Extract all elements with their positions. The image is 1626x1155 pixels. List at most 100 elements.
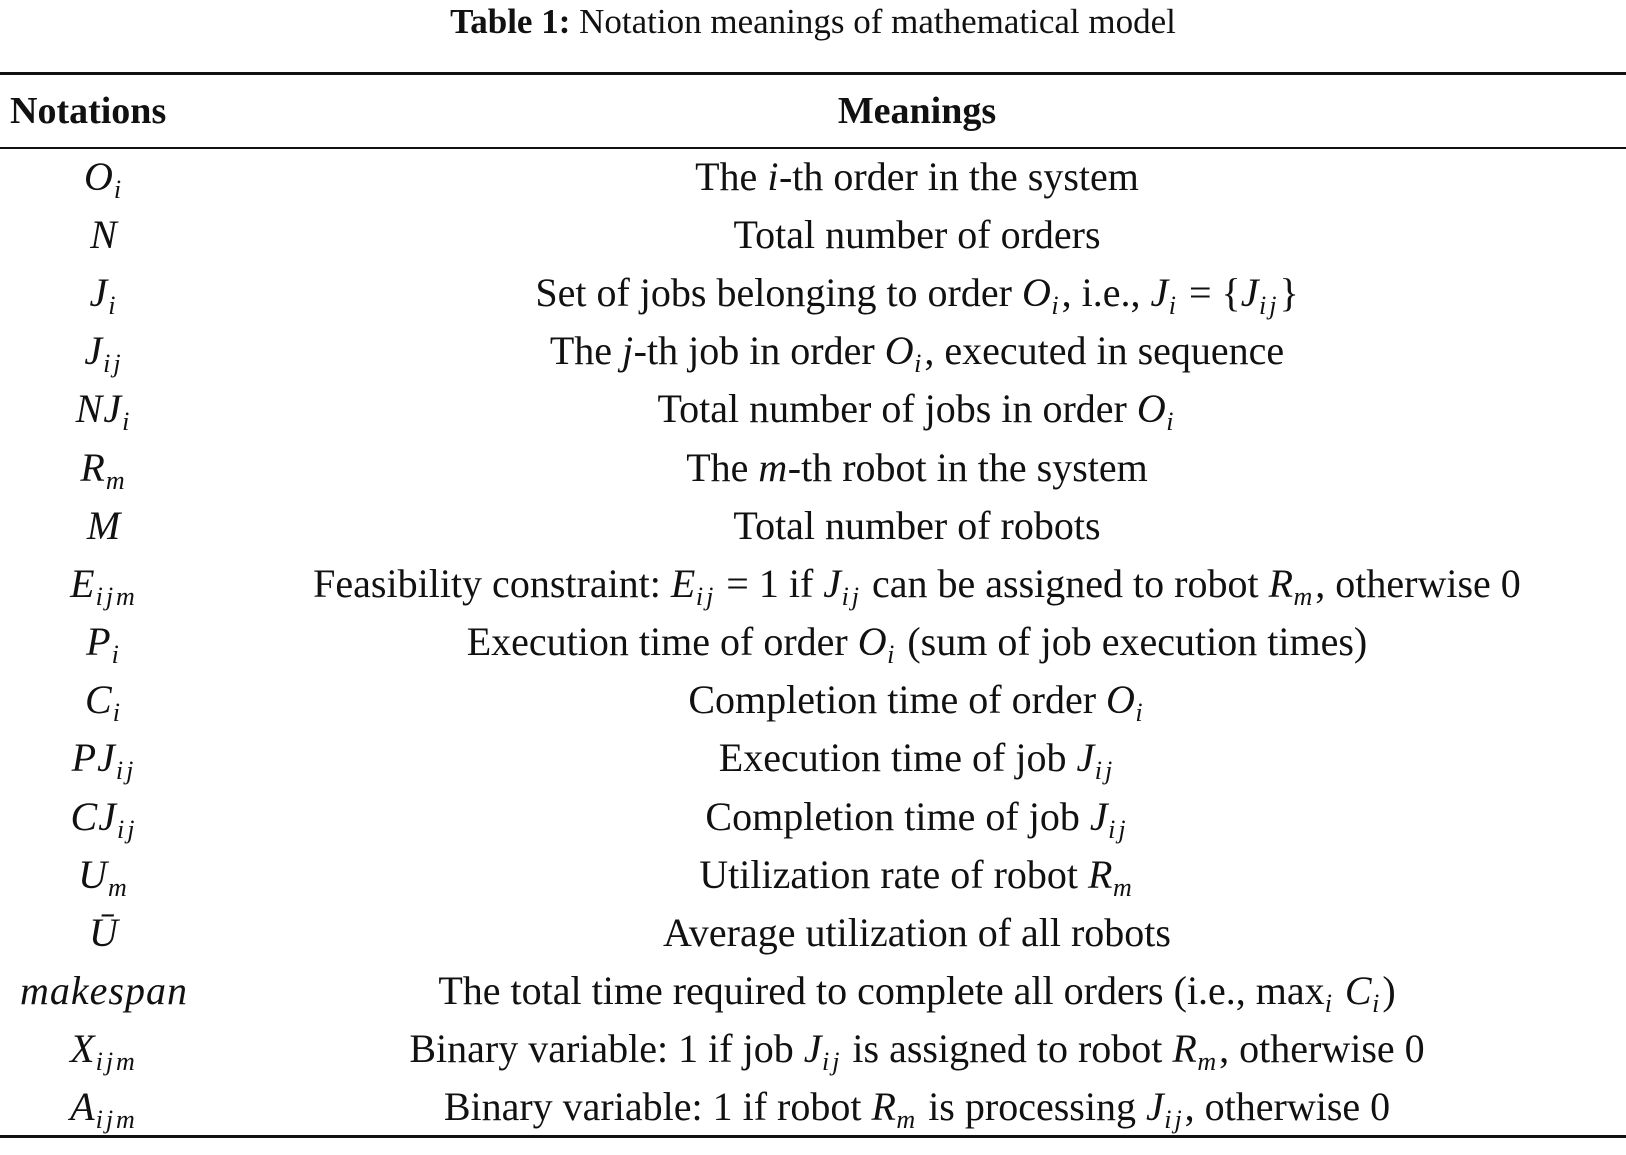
- meaning-text: -th robot in the system: [787, 444, 1148, 490]
- meaning-math: J: [1240, 269, 1259, 315]
- table-row: Aijm Binary variable: 1 if robot Rm is pr…: [0, 1078, 1626, 1139]
- meaning-subscript: i: [1135, 698, 1146, 728]
- notation-symbol: makespan: [20, 968, 188, 1014]
- table-row: M Total number of robots: [0, 497, 1626, 555]
- meaning-math: J: [1150, 269, 1169, 315]
- meaning-subscript: m: [1293, 581, 1316, 611]
- meaning-cell: Average utilization of all robots: [208, 904, 1626, 962]
- meaning-cell: Execution time of job Jij: [208, 729, 1626, 787]
- meaning-cell: Set of jobs belonging to order Oi, i.e.,…: [208, 264, 1626, 322]
- meaning-text: , i.e.,: [1061, 269, 1151, 315]
- notation-subscript: i: [111, 640, 122, 670]
- meaning-math: R: [1172, 1026, 1198, 1072]
- meaning-subscript: ij: [841, 581, 863, 611]
- meaning-text: Completion time of order: [688, 677, 1107, 723]
- meaning-text: The: [549, 328, 623, 374]
- notation-cell: Ū: [0, 904, 208, 962]
- meaning-subscript: i: [1372, 989, 1383, 1019]
- meaning-cell: Binary variable: 1 if robot Rm is proces…: [208, 1078, 1626, 1139]
- meaning-text: , otherwise 0: [1219, 1026, 1425, 1072]
- meaning-cell: The m-th robot in the system: [208, 438, 1626, 496]
- notation-symbol: E: [70, 560, 96, 606]
- table-caption: Table 1: Notation meanings of mathematic…: [0, 2, 1626, 42]
- notation-subscript: i: [108, 290, 119, 320]
- meaning-cell: Execution time of order Oi (sum of job e…: [208, 613, 1626, 671]
- notation-symbol: O: [83, 154, 114, 200]
- meaning-math: O: [857, 619, 888, 665]
- meaning-text: Set of jobs belonging to order: [535, 269, 1022, 315]
- meaning-subscript: i: [1051, 290, 1062, 320]
- meaning-text: -th order in the system: [778, 154, 1139, 200]
- notation-cell: makespan: [0, 962, 208, 1020]
- notation-symbol: J: [84, 328, 104, 374]
- notation-subscript: i: [122, 407, 133, 437]
- meaning-math: O: [1106, 677, 1136, 723]
- header-row: Notations Meanings: [0, 72, 1626, 149]
- meaning-subscript: i: [1324, 989, 1335, 1019]
- meaning-cell: Total number of robots: [208, 497, 1626, 555]
- notation-cell: Jij: [0, 322, 208, 380]
- notation-cell: CJij: [0, 788, 208, 846]
- meaning-text: Feasibility constraint:: [313, 560, 671, 606]
- meaning-subscript: ij: [1094, 756, 1116, 786]
- meaning-subscript: ij: [1108, 814, 1129, 844]
- notation-symbol: M: [86, 502, 122, 548]
- meaning-math: J: [1145, 1083, 1165, 1129]
- notation-cell: NJi: [0, 380, 208, 438]
- meaning-cell: Feasibility constraint: Eij = 1 if Jij c…: [208, 555, 1626, 613]
- meaning-text: Binary variable: 1 if job: [409, 1026, 804, 1072]
- table-row: N Total number of orders: [0, 206, 1626, 264]
- notation-cell: Ji: [0, 264, 208, 322]
- table-row: Ci Completion time of order Oi: [0, 671, 1626, 729]
- notation-cell: Rm: [0, 438, 208, 496]
- notation-cell: Eijm: [0, 555, 208, 613]
- meaning-math: J: [1076, 735, 1095, 781]
- notation-symbol: NJ: [75, 386, 123, 432]
- notation-subscript: i: [113, 175, 125, 205]
- notation-cell: Pi: [0, 613, 208, 671]
- meaning-text: (sum of job execution times): [897, 619, 1368, 665]
- meaning-math: R: [1088, 851, 1113, 897]
- meaning-cell: Binary variable: 1 if job Jij is assigne…: [208, 1020, 1626, 1078]
- meaning-subscript: i: [1168, 290, 1179, 320]
- notation-cell: Ci: [0, 671, 208, 729]
- meaning-math: i: [767, 154, 779, 200]
- meaning-subscript: ij: [1258, 290, 1280, 320]
- notation-cell: Um: [0, 846, 208, 904]
- meaning-text: Utilization rate of robot: [699, 851, 1089, 897]
- notation-subscript: ijm: [95, 1104, 138, 1134]
- meaning-text: -th job in order: [633, 328, 885, 374]
- header-notations: Notations: [0, 72, 208, 149]
- meaning-text: Total number of orders: [733, 211, 1101, 257]
- meaning-math: R: [1268, 560, 1294, 606]
- notation-cell: Oi: [0, 148, 208, 206]
- meaning-subscript: i: [887, 640, 898, 670]
- meaning-subscript: ij: [821, 1047, 843, 1077]
- meaning-subscript: m: [896, 1104, 919, 1134]
- meaning-subscript: m: [1112, 872, 1135, 902]
- meaning-math: J: [803, 1026, 822, 1072]
- meaning-text: Completion time of job: [705, 793, 1090, 839]
- notation-cell: M: [0, 497, 208, 555]
- notation-symbol: N: [90, 211, 118, 257]
- notation-symbol: X: [70, 1026, 96, 1072]
- meaning-text: , otherwise 0: [1315, 560, 1521, 606]
- notation-symbol: C: [85, 677, 113, 723]
- notation-symbol: A: [70, 1083, 96, 1129]
- meaning-text: = 1 if: [716, 560, 824, 606]
- notation-symbol: PJ: [71, 735, 116, 781]
- notation-cell: Xijm: [0, 1020, 208, 1078]
- meaning-cell: Utilization rate of robot Rm: [208, 846, 1626, 904]
- meaning-subscript: i: [1166, 407, 1177, 437]
- meaning-text: , otherwise 0: [1184, 1083, 1391, 1129]
- meaning-cell: The j-th job in order Oi, executed in se…: [208, 322, 1626, 380]
